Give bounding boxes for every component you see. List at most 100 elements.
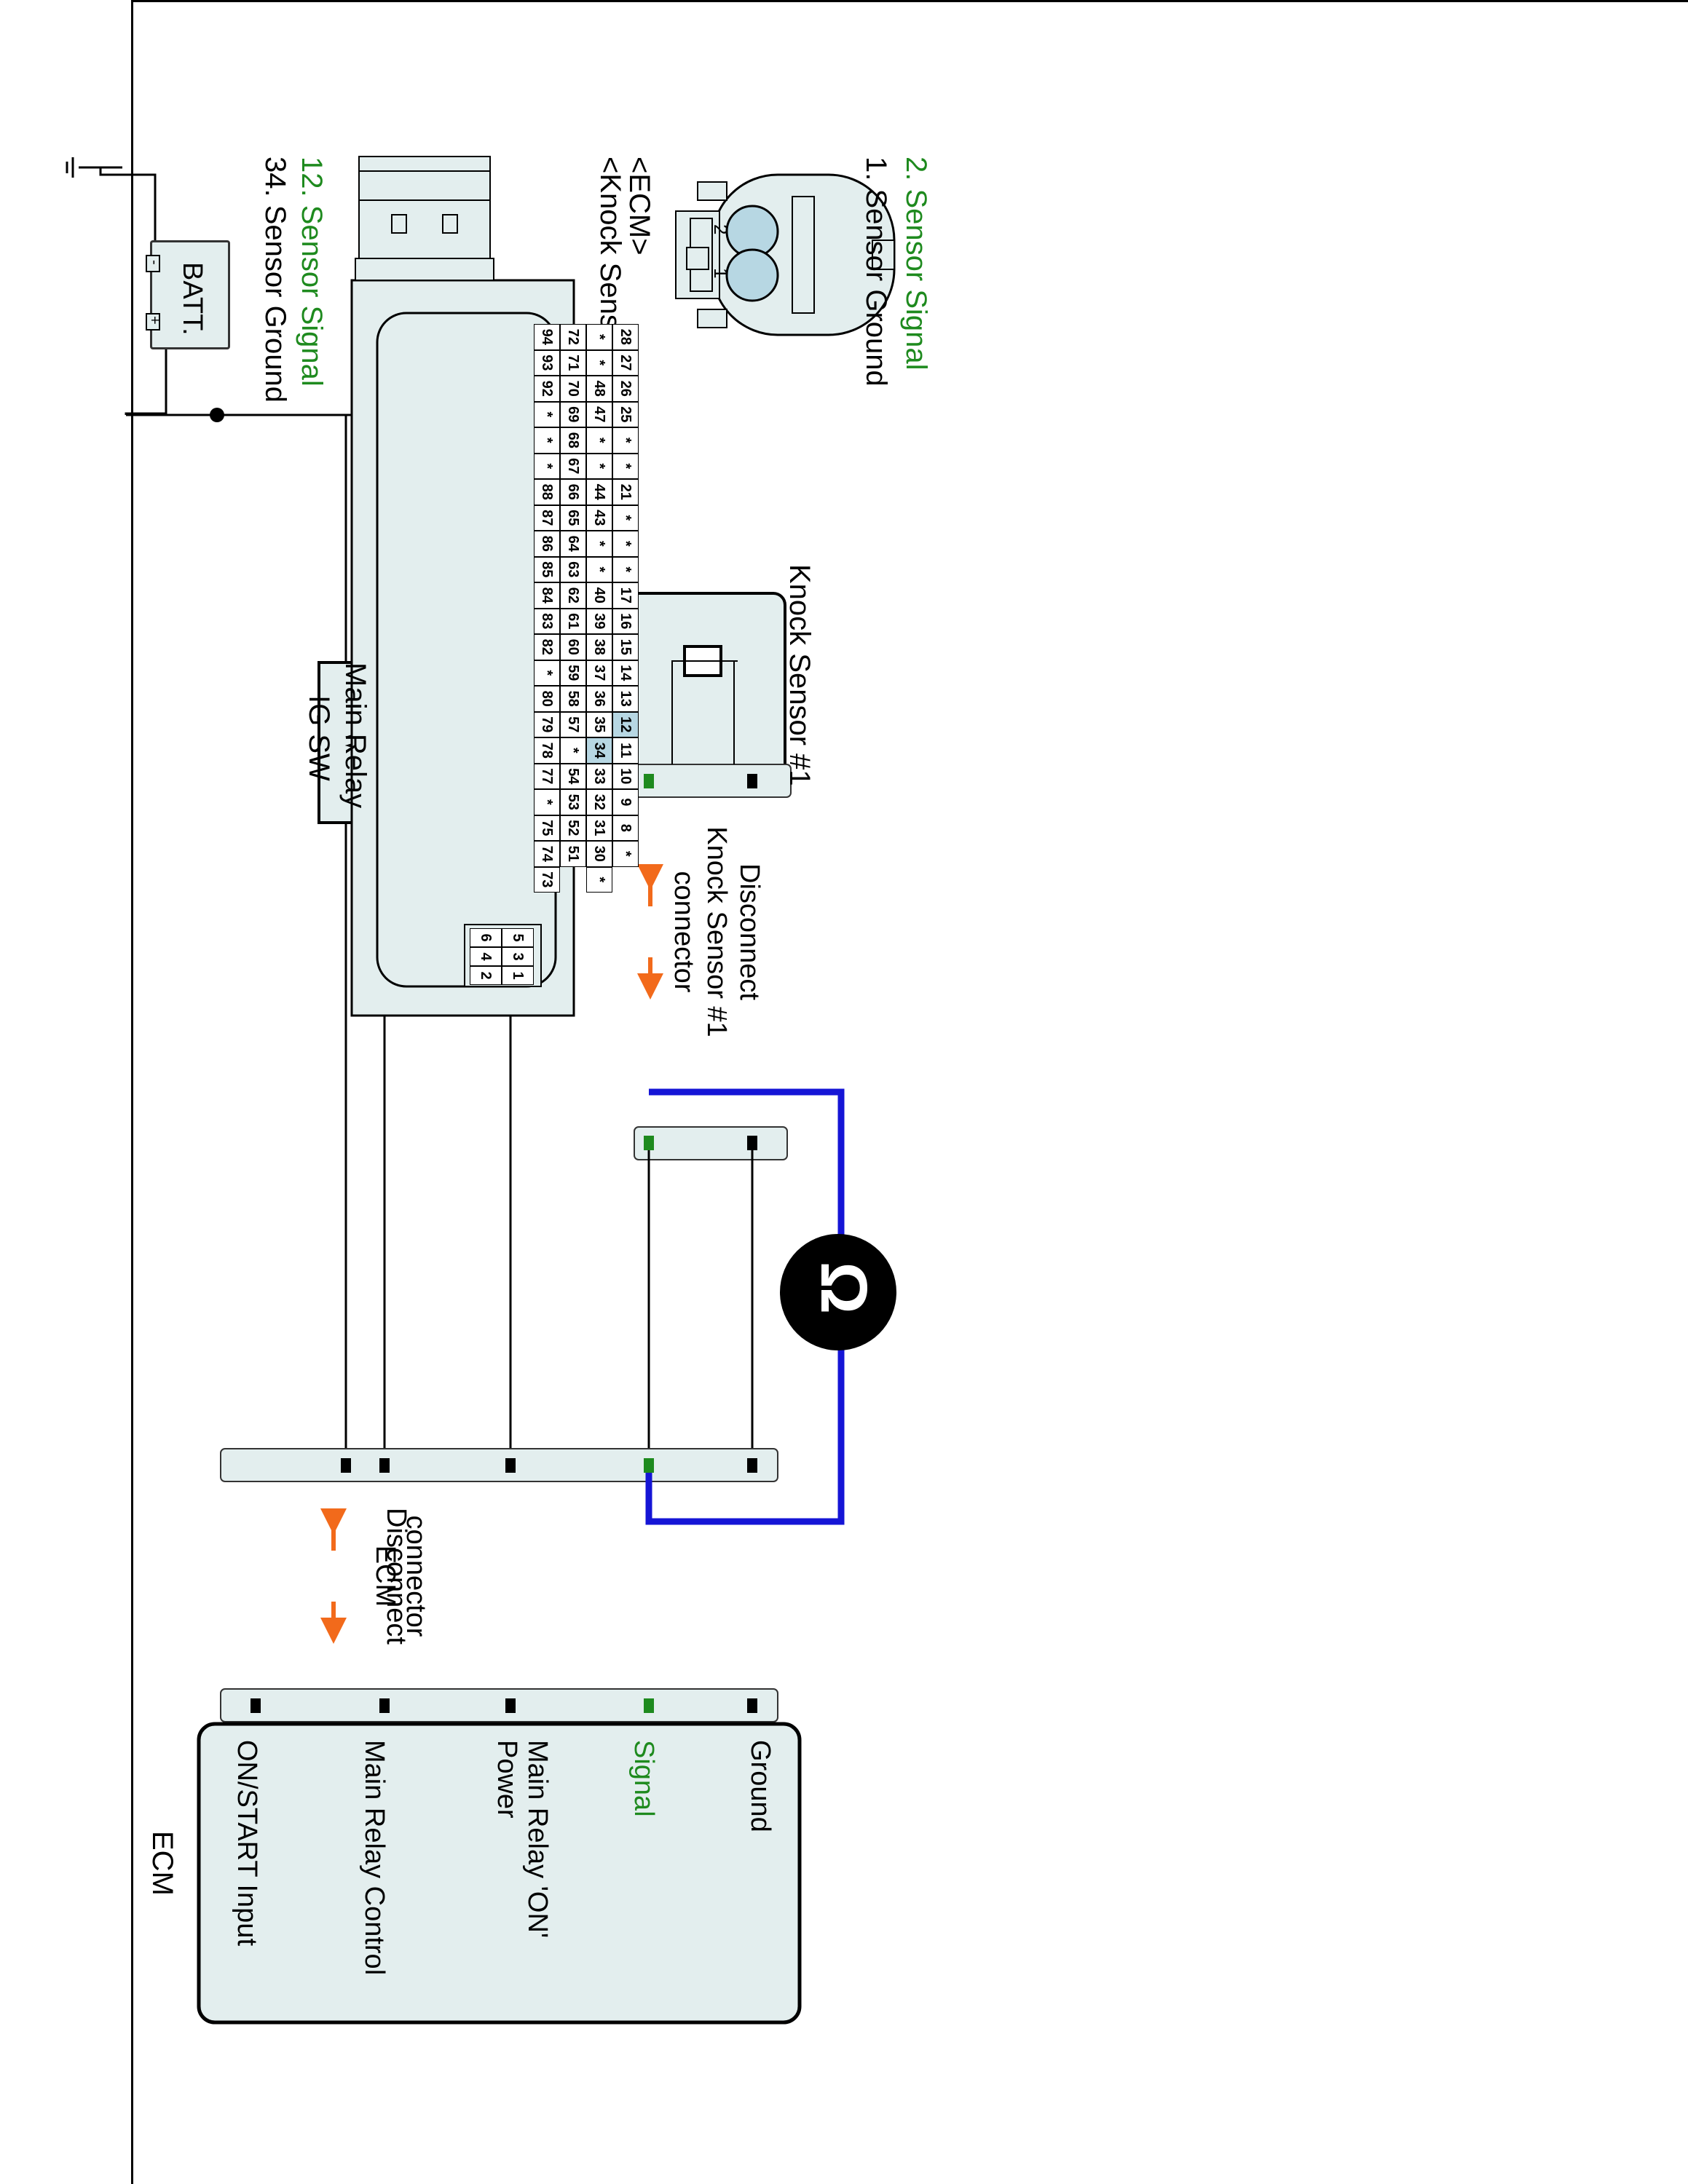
ecm-pin-cell: 47 (586, 401, 612, 427)
ecm-pin-cell: * (586, 866, 612, 893)
ecm-pin-cell: 6 (470, 928, 502, 947)
ecm-pin-cell: 53 (560, 789, 586, 815)
pin (379, 1458, 390, 1473)
ecm-pin-cell: 66 (560, 479, 586, 505)
ecm-legend-1: 12. Sensor Signal (296, 157, 328, 387)
ecm-pin-cell: 15 (612, 634, 639, 660)
disconnect-ecm-line3: connector (401, 1515, 431, 1637)
pin (341, 1458, 351, 1473)
ecm-pin-cell: 94 (534, 324, 560, 350)
ecm-pin-cell: 1 (502, 966, 534, 985)
ecm-pin-cell: * (586, 453, 612, 479)
disconnect-knock-line2: Knock Sensor #1 (701, 826, 732, 1037)
ecm-pin-cell: 93 (534, 349, 560, 376)
ecm-pin-cell: 34 (586, 737, 612, 764)
ecm-pin-cell: 72 (560, 324, 586, 350)
ecm-pin-cell: 4 (470, 947, 502, 966)
pin-signal (644, 1458, 654, 1473)
pin (747, 774, 757, 788)
pin (379, 1698, 390, 1713)
ecm-pin-cell: * (612, 453, 639, 479)
ecm-pin-cell: * (534, 789, 560, 815)
ecm-pin-cell: 75 (534, 815, 560, 841)
disconnect-ecm-line2: ECM (370, 1545, 401, 1607)
disconnect-knock-line3: connector (669, 871, 699, 993)
ecm-pin-cell: 48 (586, 376, 612, 402)
ecm-pin-cell: 84 (534, 582, 560, 609)
ecm-pin-cell: 21 (612, 479, 639, 505)
ecm-pin-cell: * (612, 531, 639, 557)
ecm-pin-cell: 62 (560, 582, 586, 609)
knock-legend-1: 1. Sensor Ground (860, 157, 892, 387)
ecm-pin-cell: * (612, 841, 639, 867)
ecm-pin-cell: 13 (612, 686, 639, 712)
ecm-terminal-label: Main Relay Control (359, 1740, 390, 1976)
page-frame (131, 0, 1688, 2184)
ecm-pin-cell: 77 (534, 763, 560, 789)
ecm-pin-cell: * (612, 556, 639, 582)
ecm-pin-cell: 28 (612, 324, 639, 350)
ecm-pin-cell: 73 (534, 866, 560, 893)
ecm-pin-cell: 68 (560, 427, 586, 454)
ohm-symbol: Ω (807, 1262, 880, 1315)
pin-signal (644, 1136, 654, 1150)
ecm-pin-cell: 92 (534, 376, 560, 402)
ecm-pin-cell: * (534, 427, 560, 454)
ecm-terminal-label: Main Relay 'ON' Power (492, 1740, 553, 1939)
ecm-pin-cell: * (534, 660, 560, 686)
ohmmeter (780, 1234, 896, 1350)
ecm-pin-cell: * (534, 453, 560, 479)
ecm-pin-cell: * (612, 505, 639, 531)
ecm-pin-cell: 32 (586, 789, 612, 815)
ecm-connector-strip (220, 1688, 778, 1722)
ecm-pin-cell: 61 (560, 608, 586, 634)
ecm-pin-cell: 5 (502, 928, 534, 947)
ecm-pin-cell: 10 (612, 763, 639, 789)
knock-legend-2: 2. Sensor Signal (900, 157, 932, 371)
ecm-pin-cell: * (612, 427, 639, 454)
ecm-title: ECM (146, 1831, 178, 1896)
ecm-pin-cell: 8 (612, 815, 639, 841)
pin (747, 1458, 757, 1473)
ecm-pin-cell: 52 (560, 815, 586, 841)
ecm-pin-cell: 80 (534, 686, 560, 712)
ecm-pin-cell: 36 (586, 686, 612, 712)
ecm-pin-cell: 37 (586, 660, 612, 686)
probe-wire (645, 1088, 845, 1525)
ecm-pin-cell: 59 (560, 660, 586, 686)
pin (505, 1698, 516, 1713)
battery-minus-label: - (146, 260, 162, 265)
ecm-terminal-label: Ground (745, 1740, 776, 1832)
battery-plus-label: + (146, 316, 162, 325)
ecm-pin-cell: 16 (612, 608, 639, 634)
disconnect-knock-line1: Disconnect (734, 863, 765, 1000)
battery-label: BATT. (177, 262, 208, 336)
ecm-pin-cell: 31 (586, 815, 612, 841)
ecm-pin-cell: 43 (586, 505, 612, 531)
knock-connector-face (675, 173, 896, 336)
ecm-pin-cell: * (586, 556, 612, 582)
ecm-pin-cell: 63 (560, 556, 586, 582)
ecm-pin-cell: 38 (586, 634, 612, 660)
ecm-pin-cell: 2 (470, 966, 502, 985)
ecm-pin-cell: 12 (612, 711, 639, 737)
ecm-pin-cell: 51 (560, 841, 586, 867)
ecm-pin-cell: 57 (560, 711, 586, 737)
pin (747, 1136, 757, 1150)
pin (505, 1458, 516, 1473)
ecm-pin-cell: * (586, 324, 612, 350)
ecm-pin-cell: 86 (534, 531, 560, 557)
ecm-pin-cell: * (560, 737, 586, 764)
harness-connector-ecm (220, 1448, 778, 1482)
ecm-pin-cell: 82 (534, 634, 560, 660)
ecm-pin-cell: 78 (534, 737, 560, 764)
ecm-pin-cell: 88 (534, 479, 560, 505)
ecm-pin-cell: 44 (586, 479, 612, 505)
pin-signal (644, 1698, 654, 1713)
ecm-pin-cell: 65 (560, 505, 586, 531)
ecm-box (197, 1722, 802, 2025)
ecm-pin-cell: * (586, 427, 612, 454)
pin (251, 1698, 261, 1713)
